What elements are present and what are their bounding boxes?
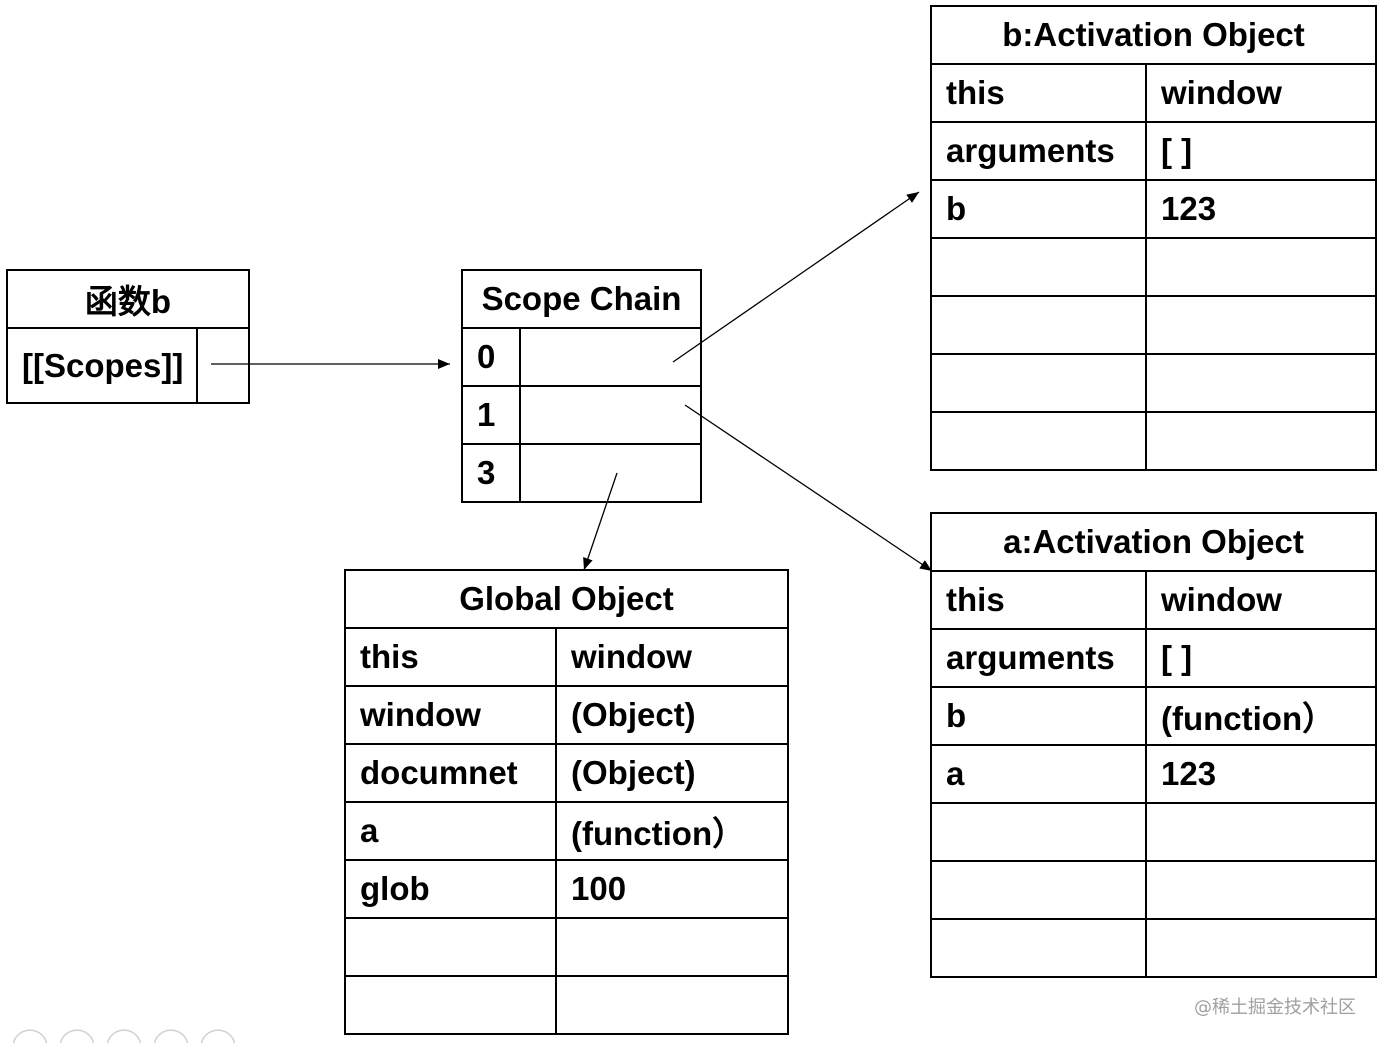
empty-cell xyxy=(932,413,1147,471)
more-options-icon[interactable] xyxy=(200,1029,236,1043)
table-cell-value: (Object) xyxy=(557,745,789,803)
table-cell-key: this xyxy=(932,572,1147,630)
empty-cell xyxy=(1147,804,1377,862)
scope-chain-title: Scope Chain xyxy=(463,271,702,329)
table-cell-value: 123 xyxy=(1147,746,1377,804)
slides-grid-icon[interactable] xyxy=(106,1029,142,1043)
table-cell-value: (function） xyxy=(557,803,789,861)
scope-index-0: 0 xyxy=(463,329,521,387)
scope-pointer-cell-0 xyxy=(521,329,702,387)
table-cell-value: (function） xyxy=(1147,688,1377,746)
function-b-title: 函数b xyxy=(8,271,250,329)
global-object-title: Global Object xyxy=(346,571,789,629)
empty-cell xyxy=(932,920,1147,978)
table-cell-value: (Object) xyxy=(557,687,789,745)
scope-index-2: 3 xyxy=(463,445,521,503)
empty-cell xyxy=(346,919,557,977)
table-cell-value: 123 xyxy=(1147,181,1377,239)
table-cell-key: a xyxy=(346,803,557,861)
table-cell-key: arguments xyxy=(932,123,1147,181)
watermark: @稀土掘金技术社区 xyxy=(1194,997,1356,1018)
empty-cell xyxy=(557,977,789,1035)
empty-cell xyxy=(1147,920,1377,978)
table-cell-key: b xyxy=(932,181,1147,239)
scope-index-1: 1 xyxy=(463,387,521,445)
empty-cell xyxy=(1147,239,1377,297)
scopes-pointer-cell xyxy=(198,329,250,404)
global-object-box: Global Object this window window (Object… xyxy=(344,569,789,1035)
table-cell-key: this xyxy=(932,65,1147,123)
empty-cell xyxy=(346,977,557,1035)
table-cell-key: a xyxy=(932,746,1147,804)
empty-cell xyxy=(932,355,1147,413)
empty-cell xyxy=(557,919,789,977)
previous-icon[interactable] xyxy=(12,1029,48,1043)
empty-cell xyxy=(932,297,1147,355)
table-cell-key: documnet xyxy=(346,745,557,803)
empty-cell xyxy=(1147,297,1377,355)
table-cell-key: glob xyxy=(346,861,557,919)
empty-cell xyxy=(932,239,1147,297)
table-cell-key: b xyxy=(932,688,1147,746)
table-cell-value: window xyxy=(1147,65,1377,123)
b-activation-title: b:Activation Object xyxy=(932,7,1377,65)
function-b-box: 函数b [[Scopes]] xyxy=(6,269,250,404)
scopes-label: [[Scopes]] xyxy=(8,329,198,404)
table-cell-value: [ ] xyxy=(1147,630,1377,688)
table-cell-value: window xyxy=(1147,572,1377,630)
table-cell-key: arguments xyxy=(932,630,1147,688)
a-activation-object-box: a:Activation Object this window argument… xyxy=(930,512,1377,978)
table-cell-key: window xyxy=(346,687,557,745)
empty-cell xyxy=(1147,355,1377,413)
scope-pointer-cell-2 xyxy=(521,445,702,503)
empty-cell xyxy=(1147,413,1377,471)
empty-cell xyxy=(932,862,1147,920)
scope-pointer-cell-1 xyxy=(521,387,702,445)
table-cell-key: this xyxy=(346,629,557,687)
table-cell-value: 100 xyxy=(557,861,789,919)
b-activation-object-box: b:Activation Object this window argument… xyxy=(930,5,1377,471)
arrow-scope-1-to-a-activation xyxy=(684,404,933,572)
table-cell-value: window xyxy=(557,629,789,687)
arrow-scope-0-to-b-activation xyxy=(672,191,920,363)
a-activation-title: a:Activation Object xyxy=(932,514,1377,572)
zoom-icon[interactable] xyxy=(153,1029,189,1043)
empty-cell xyxy=(1147,862,1377,920)
empty-cell xyxy=(932,804,1147,862)
scope-chain-box: Scope Chain 0 1 3 xyxy=(461,269,702,503)
pen-icon[interactable] xyxy=(59,1029,95,1043)
table-cell-value: [ ] xyxy=(1147,123,1377,181)
